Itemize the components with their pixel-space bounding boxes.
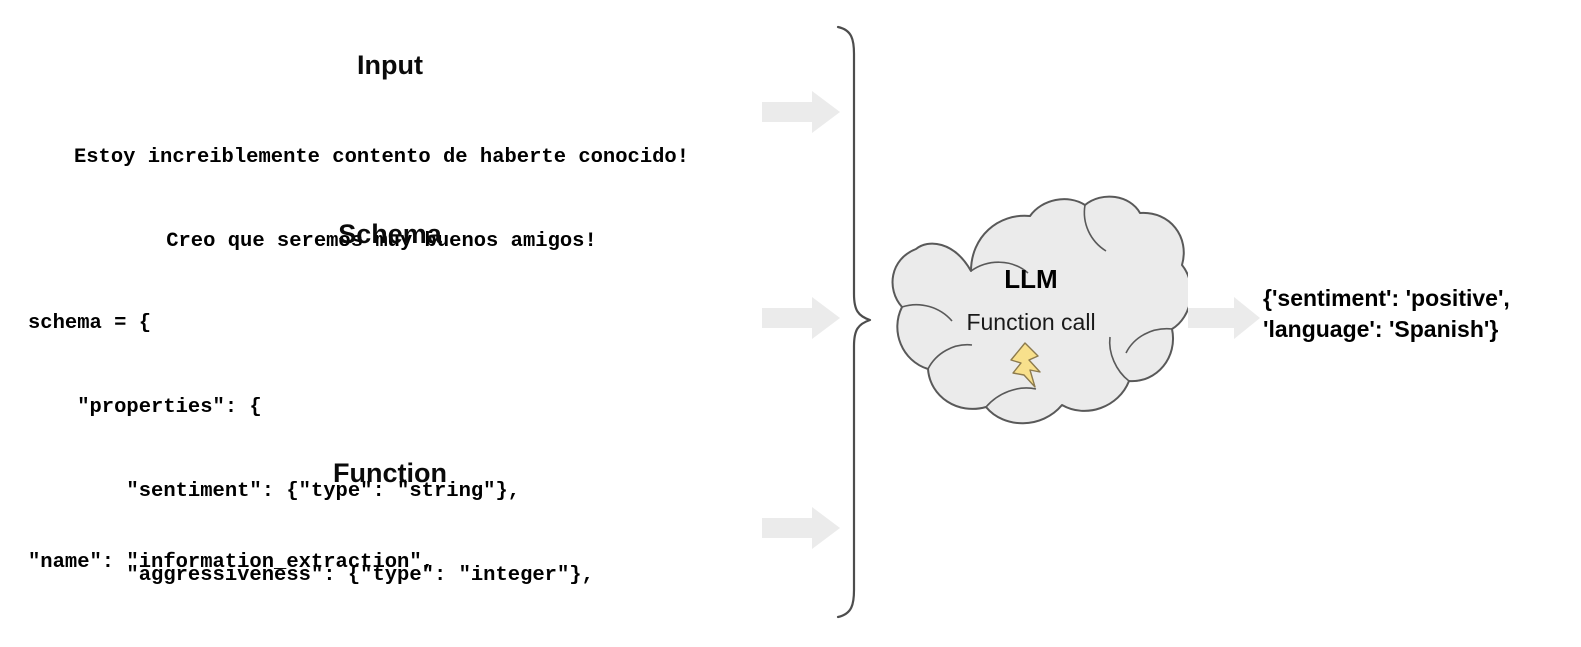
output-result-text: {'sentiment': 'positive', 'language': 'S… (1263, 283, 1510, 345)
output-line-2: 'language': 'Spanish'} (1263, 316, 1499, 342)
function-line-1: "name": "information_extraction", (28, 551, 434, 574)
grouping-brace (830, 24, 874, 620)
schema-to-llm-arrow (762, 297, 840, 339)
llm-cloud (876, 193, 1188, 441)
function-to-llm-arrow (762, 507, 840, 549)
input-heading: Input (357, 50, 423, 80)
schema-line-4: "aggressiveness": {"type": "integer"}, (28, 564, 594, 587)
llm-title: LLM (1004, 264, 1058, 294)
function-code-block: "name": "information_extraction", "descr… (28, 493, 717, 647)
function-heading: Function (333, 458, 447, 488)
llm-subtitle: Function call (966, 309, 1096, 335)
llm-to-output-arrow (1188, 297, 1260, 339)
input-to-llm-arrow (762, 91, 840, 133)
schema-code-block: schema = { "properties": { "sentiment": … (28, 254, 594, 647)
output-line-1: {'sentiment': 'positive', (1263, 285, 1510, 311)
schema-heading: Schema (338, 219, 442, 249)
input-line-1: Estoy increiblemente contento de haberte… (73, 146, 690, 169)
input-line-2: Creo que seremos muy buenos amigos! (166, 230, 597, 253)
schema-line-1: schema = { (28, 312, 152, 335)
lightning-bolt-icon (1008, 341, 1054, 389)
schema-line-2: "properties": { (28, 396, 262, 419)
schema-line-3: "sentiment": {"type": "string"}, (28, 480, 521, 503)
input-text-block: Estoy increiblemente contento de haberte… (0, 88, 763, 312)
